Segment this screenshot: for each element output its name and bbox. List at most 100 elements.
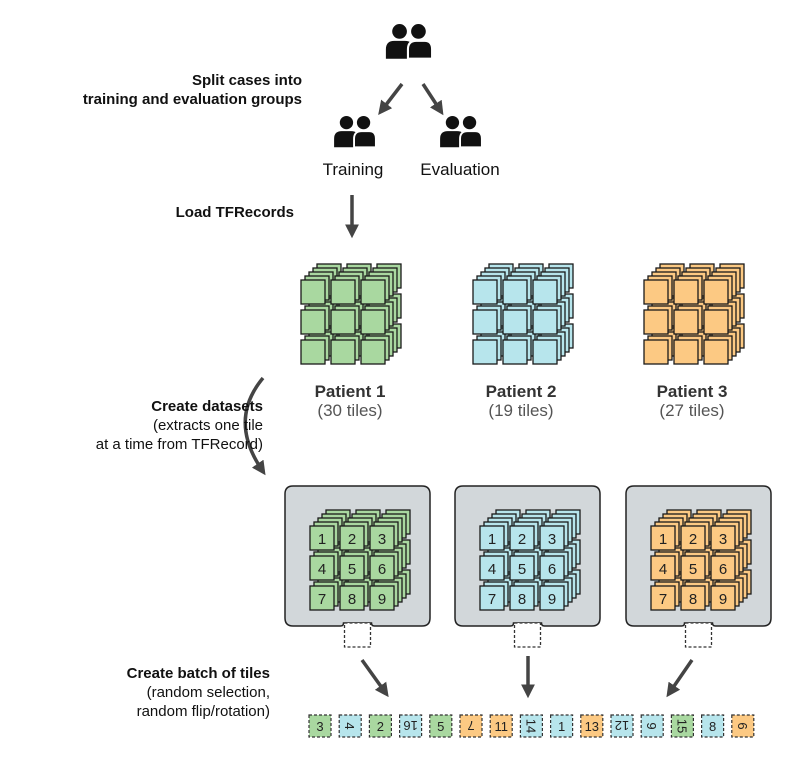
patient-1-dataset-tile — [369, 555, 395, 581]
patient-3-dataset-tile-number: 8 — [689, 591, 697, 608]
datasets-arrow — [243, 376, 266, 476]
batch-tile-box — [700, 714, 725, 738]
batch-tile-label: 8 — [709, 719, 716, 734]
batch-tile-box — [580, 714, 604, 738]
patient-1-record-tile — [330, 279, 356, 305]
people-icon — [440, 115, 483, 149]
patient-3-dataset-tile — [650, 525, 676, 551]
patient-3-dataset-tile-number: 1 — [659, 531, 667, 548]
patient-1-dataset-tile-number: 7 — [318, 591, 326, 608]
batch-tile-label: 7 — [467, 718, 474, 733]
batch-label: Create batch of tiles — [126, 665, 270, 682]
batch-tile-box — [731, 714, 755, 738]
datasets-desc-line1: (extracts one tile — [152, 417, 263, 434]
patient-3-dataset-tile-number: 2 — [689, 531, 697, 548]
batch-tile: 1 — [549, 714, 574, 738]
patient-2-dataset-tile — [479, 585, 505, 611]
load-label: Load TFRecords — [175, 204, 294, 221]
batch-tile-box — [368, 714, 392, 738]
patient-2-dataset-tile — [479, 525, 505, 551]
patient-2-dataset-tile-number: 6 — [548, 561, 556, 578]
patient-1-dataset-tile — [309, 525, 335, 551]
patient-3-dataset-tile — [710, 585, 736, 611]
batch-tile-label: 15 — [674, 719, 689, 733]
batch-tile-box — [429, 714, 453, 738]
patient-2-record-tile — [472, 339, 498, 365]
patient-3-dataset-tile-number: 3 — [719, 531, 727, 548]
batch-tile-label: 5 — [437, 719, 444, 734]
patient-2-dataset-tile-number: 5 — [518, 561, 526, 578]
datasets-desc-line2: at a time from TFRecord) — [95, 436, 263, 453]
batch-tile-label: 2 — [377, 719, 384, 734]
patient-2-dataset-tile — [509, 585, 535, 611]
patient-3-dataset-tile — [650, 585, 676, 611]
patient-2-dataset-tile-number: 2 — [518, 531, 526, 548]
batch-tile-box — [308, 714, 332, 738]
patient-2-name: Patient 2 — [485, 382, 557, 401]
batch-tile-box — [338, 714, 362, 738]
batch-tile-label: 12 — [615, 718, 629, 733]
patient-1-record-tile — [300, 339, 326, 365]
batch-arrow-1 — [360, 658, 389, 698]
patient-3-record-tile — [673, 309, 699, 335]
patient-2-dataset-tile — [539, 585, 565, 611]
batch-tile: 6 — [731, 714, 755, 738]
batch-tile: 14 — [519, 714, 544, 738]
patient-1-record-tile — [330, 309, 356, 335]
patient-1-record-tile — [300, 309, 326, 335]
batch-tile-label: 3 — [316, 719, 323, 734]
batch-tile: 5 — [429, 714, 453, 738]
batch-tile-label: 13 — [585, 719, 599, 734]
batch-tile: 13 — [580, 714, 604, 738]
batch-tile-label: 9 — [644, 722, 659, 729]
patient-1-dataset-tile-number: 8 — [348, 591, 356, 608]
patient-3-dataset-tile — [650, 555, 676, 581]
patient-2-record-tile — [472, 279, 498, 305]
batch-desc-line2: random flip/rotation) — [136, 703, 270, 720]
patient-1-dataset-tile-number: 1 — [318, 531, 326, 548]
patient-3-record-tile — [643, 279, 669, 305]
dataset-output-slot-1 — [343, 622, 372, 648]
patient-3-dataset-tile — [710, 525, 736, 551]
batch-tile: 2 — [368, 714, 392, 738]
patient-3-record-tile — [673, 339, 699, 365]
training-label: Training — [322, 160, 384, 179]
patient-2-record-tile — [502, 339, 528, 365]
batch-tile-box — [519, 714, 544, 738]
batch-tile-box — [459, 714, 483, 738]
patient-3-dataset-tile-number: 4 — [659, 561, 667, 578]
patient-2-dataset-tile-number: 7 — [488, 591, 496, 608]
patient-1-count: (30 tiles) — [317, 401, 383, 420]
batch-tile: 7 — [459, 714, 483, 738]
patient-2-dataset-tile — [539, 525, 565, 551]
patient-1-dataset-tile — [369, 585, 395, 611]
batch-tile-label: 16 — [403, 718, 417, 733]
patient-1-name: Patient 1 — [314, 382, 386, 401]
patient-3-count: (27 tiles) — [659, 401, 725, 420]
patient-3-dataset-tile-number: 6 — [719, 561, 727, 578]
patient-1-dataset-tile — [339, 555, 365, 581]
patient-1-dataset-tile — [369, 525, 395, 551]
patient-3-dataset-tile — [680, 555, 706, 581]
batch-desc-line1: (random selection, — [146, 684, 270, 701]
patient-1-dataset-tile-number: 4 — [318, 561, 326, 578]
batch-tile-box — [670, 714, 695, 738]
batch-arrow-3 — [666, 659, 694, 698]
patient-2-record-tile — [472, 309, 498, 335]
evaluation-label: Evaluation — [420, 160, 500, 179]
dataset-output-slot-3 — [684, 622, 713, 648]
split-label-line2: training and evaluation groups — [82, 91, 302, 108]
batch-tile-label: 6 — [735, 722, 750, 729]
people-icon — [334, 115, 377, 149]
batch-tile: 12 — [610, 714, 634, 738]
patient-1-record-tile — [330, 339, 356, 365]
patient-2-dataset-tile-number: 4 — [488, 561, 496, 578]
batch-tile-label: 4 — [342, 722, 357, 729]
patient-2-record-tile — [532, 309, 558, 335]
patient-3-record-tile — [703, 309, 729, 335]
patient-1-record-tile — [300, 279, 326, 305]
patient-1-dataset-tile-number: 5 — [348, 561, 356, 578]
split-label-line1: Split cases into — [191, 72, 302, 89]
patient-2-record-tile — [502, 279, 528, 305]
